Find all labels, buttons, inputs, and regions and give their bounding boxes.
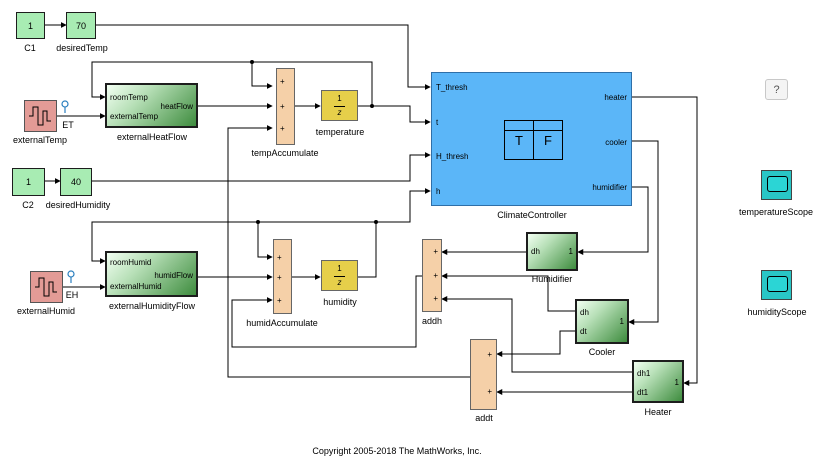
desired-humidity-block[interactable]: 40: [60, 168, 92, 196]
external-humid-label: externalHumid: [16, 306, 76, 316]
sum-sign: +: [433, 271, 438, 280]
external-temp-port: ET: [62, 120, 74, 130]
temperature-label: temperature: [315, 127, 365, 137]
sum-sign: +: [277, 253, 282, 262]
sum-sign: +: [433, 247, 438, 256]
external-humid-port-in: externalHumid: [110, 282, 162, 291]
out-port: 1: [674, 378, 679, 387]
humidifier-block[interactable]: dh 1: [526, 232, 578, 271]
addh-block[interactable]: + + +: [422, 239, 442, 312]
heater-block[interactable]: dh1 dt1 1: [632, 360, 684, 403]
scope-icon: [767, 276, 788, 292]
temperature-scope-label: temperatureScope: [738, 207, 814, 217]
desired-temp-value: 70: [75, 20, 86, 31]
out-port: 1: [619, 317, 624, 326]
humidity-scope-block[interactable]: [761, 270, 792, 300]
sum-sign: +: [487, 350, 492, 359]
dh1-port: dh1: [637, 369, 651, 378]
humid-flow-port: humidFlow: [154, 271, 193, 280]
external-temp-label: externalTemp: [12, 135, 68, 145]
external-humidity-flow-label: externalHumidityFlow: [108, 301, 196, 311]
desired-temp-block[interactable]: 70: [66, 12, 96, 39]
c1-block[interactable]: 1: [16, 12, 45, 39]
addh-label: addh: [421, 316, 443, 326]
temp-accumulate-label: tempAccumulate: [251, 148, 319, 158]
signal-source-icon: [29, 106, 51, 126]
humidifier-label: Humidifier: [531, 274, 573, 284]
external-temp-port-in: externalTemp: [110, 112, 159, 121]
room-humid-port: roomHumid: [110, 258, 152, 267]
c2-label: C2: [22, 200, 34, 210]
delay-numerator: 1: [337, 264, 342, 273]
external-humid-port: EH: [65, 290, 79, 300]
chart-f-label: F: [544, 133, 552, 148]
c2-block[interactable]: 1: [12, 168, 45, 196]
external-heat-flow-label: externalHeatFlow: [116, 132, 188, 142]
sum-sign: +: [277, 296, 282, 305]
temp-accumulate-block[interactable]: + + +: [276, 68, 295, 145]
temperature-block[interactable]: 1 z: [321, 90, 358, 121]
cooler-port: cooler: [605, 138, 627, 147]
h-port: h: [436, 187, 441, 196]
sum-sign: +: [277, 273, 282, 282]
c1-label: C1: [24, 43, 36, 53]
t-thresh-port: T_thresh: [436, 83, 468, 92]
humidity-label: humidity: [323, 297, 357, 307]
sum-sign: +: [487, 387, 492, 396]
dt1-port: dt1: [637, 388, 649, 397]
delay-denominator: z: [337, 278, 342, 287]
addt-block[interactable]: + +: [470, 339, 497, 410]
chart-t-label: T: [515, 133, 523, 148]
desired-humidity-value: 40: [70, 177, 81, 187]
heater-label: Heater: [644, 407, 672, 417]
sum-sign: +: [280, 102, 285, 111]
humid-accumulate-label: humidAccumulate: [246, 318, 318, 328]
signal-pin-icon: [61, 100, 69, 113]
sum-sign: +: [280, 124, 285, 133]
cooler-label: Cooler: [588, 347, 616, 357]
stateflow-chart-icon: T F: [504, 120, 563, 160]
external-humidity-flow-block[interactable]: roomHumid externalHumid humidFlow: [105, 251, 198, 297]
desired-humidity-label: desiredHumidity: [45, 200, 111, 210]
room-temp-port: roomTemp: [110, 93, 148, 102]
dh-port: dh: [580, 308, 589, 317]
climate-controller-block[interactable]: T_thresh t H_thresh h heater cooler humi…: [431, 72, 632, 206]
addt-label: addt: [475, 413, 493, 423]
scope-icon: [767, 176, 788, 192]
sum-sign: +: [433, 294, 438, 303]
t-port: t: [436, 118, 439, 127]
copyright-text: Copyright 2005-2018 The MathWorks, Inc.: [312, 446, 482, 456]
out-port: 1: [568, 247, 573, 256]
delay-numerator: 1: [337, 94, 342, 103]
help-button[interactable]: ?: [765, 79, 788, 100]
signal-source-icon: [35, 277, 57, 297]
dt-port: dt: [580, 327, 587, 336]
humidity-block[interactable]: 1 z: [321, 260, 358, 291]
humid-accumulate-block[interactable]: + + +: [273, 239, 292, 314]
desired-temp-label: desiredTemp: [56, 43, 108, 53]
external-temp-block[interactable]: [24, 100, 57, 132]
signal-pin-icon: [67, 270, 75, 283]
heater-port: heater: [604, 93, 627, 102]
c2-value: 1: [25, 177, 31, 187]
cooler-block[interactable]: dh dt 1: [575, 299, 629, 344]
climate-controller-label: ClimateController: [497, 210, 567, 220]
external-heat-flow-block[interactable]: roomTemp externalTemp heatFlow: [105, 83, 198, 128]
humidity-scope-label: humidityScope: [747, 307, 807, 317]
h-thresh-port: H_thresh: [436, 152, 469, 161]
dh-port: dh: [531, 247, 540, 256]
heat-flow-port: heatFlow: [160, 102, 193, 111]
humidifier-port: humidifier: [592, 183, 627, 192]
sum-sign: +: [280, 77, 285, 86]
c1-value: 1: [27, 20, 33, 31]
temperature-scope-block[interactable]: [761, 170, 792, 200]
delay-denominator: z: [337, 108, 342, 117]
external-humid-block[interactable]: [30, 271, 63, 303]
